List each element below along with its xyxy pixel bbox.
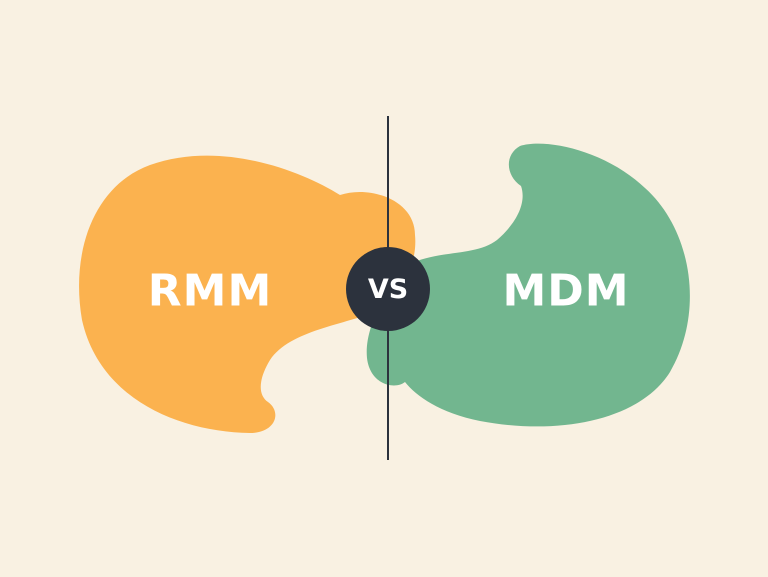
vs-badge: VS bbox=[346, 247, 430, 331]
vs-label: VS bbox=[367, 273, 409, 305]
rmm-blob bbox=[79, 155, 416, 434]
mdm-blob bbox=[366, 143, 690, 427]
rmm-label: RMM bbox=[147, 265, 273, 317]
mdm-label: MDM bbox=[502, 265, 630, 317]
